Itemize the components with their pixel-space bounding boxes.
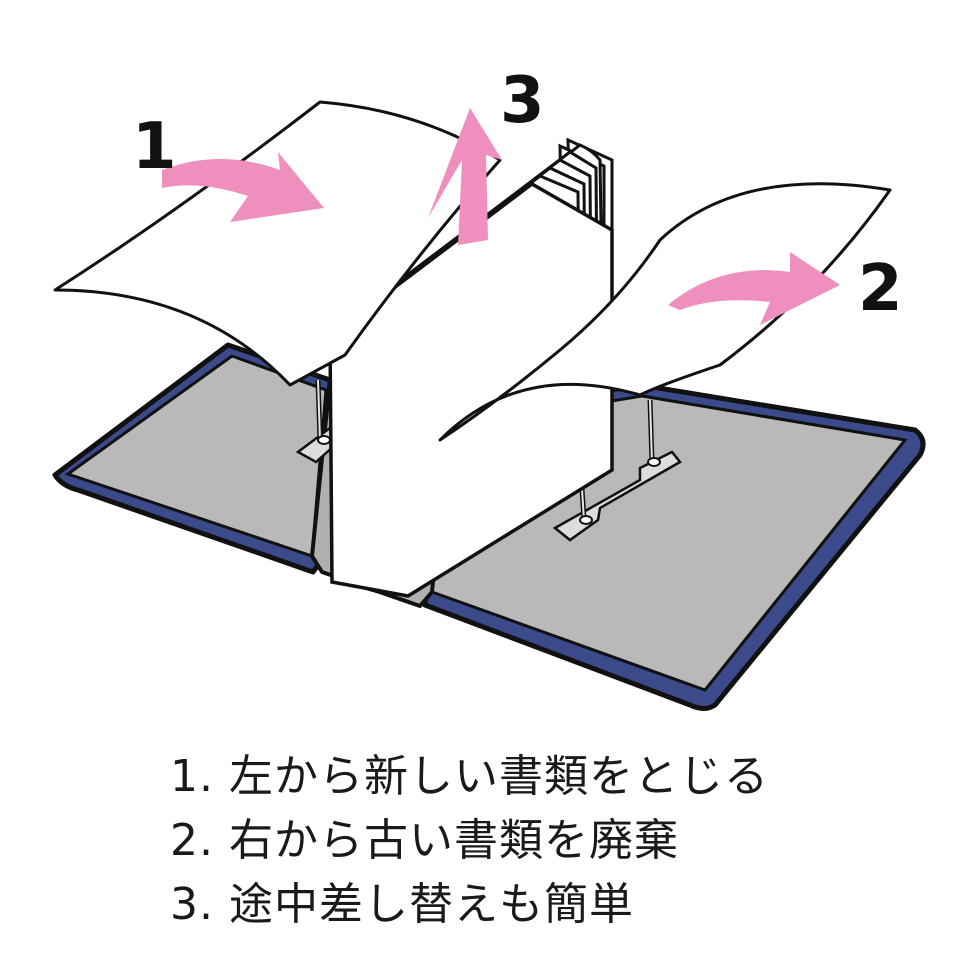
binder-diagram: 1 2 3 [52,64,926,711]
old-sheet-right [438,182,892,442]
step-1-number: 1 [132,110,177,184]
step-2-number: 2 [858,252,903,326]
step-3-number: 3 [500,64,545,138]
caption-step-2: 2. 右から古い書類を廃棄 [170,815,679,866]
step-1-arrow [162,152,324,222]
step-3-arrow [428,108,502,245]
caption-step-1: 1. 左から新しい書類をとじる [170,751,769,802]
caption-step-3: 3. 途中差し替えも簡単 [170,879,634,930]
paper-stack [328,137,614,598]
step-2-arrow [668,252,840,325]
caption-list: 1. 左から新しい書類をとじる 2. 右から古い書類を廃棄 3. 途中差し替えも… [170,745,950,937]
